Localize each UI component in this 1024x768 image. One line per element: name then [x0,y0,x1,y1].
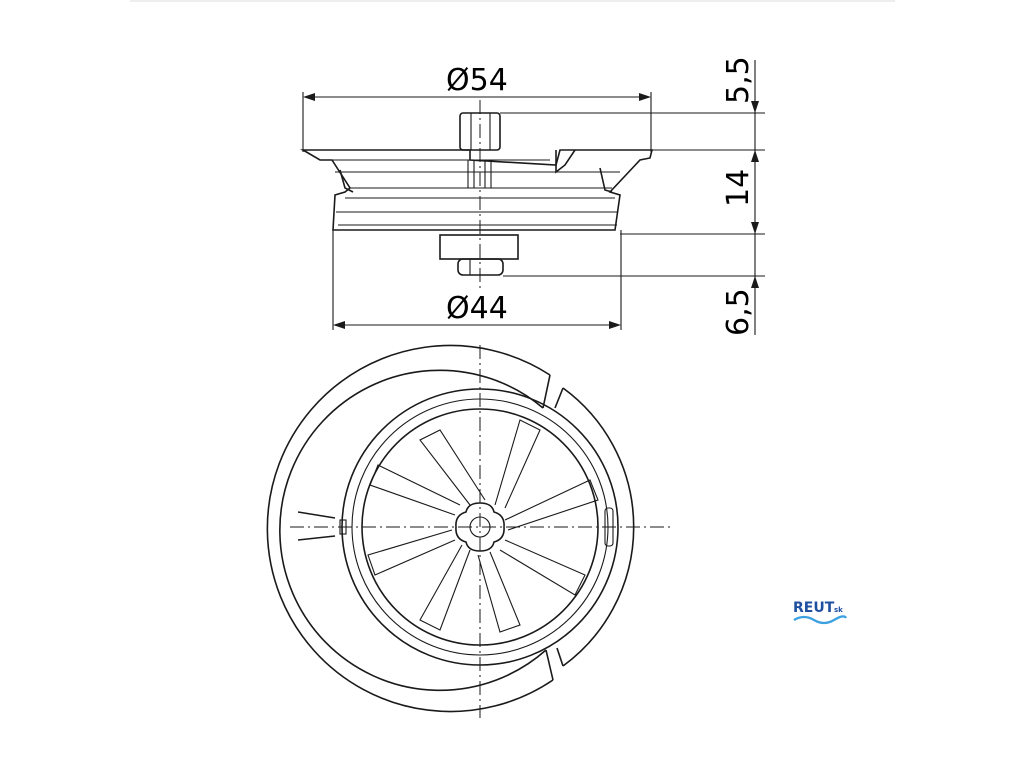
logo-suffix: sk [834,606,843,614]
dimension-bottom-diameter: Ø44 [332,230,622,330]
bottom-diameter-label: Ø44 [446,291,508,326]
side-view [300,100,654,290]
body-height-label: 14 [721,169,756,207]
stem-height-label: 6,5 [721,288,756,336]
spokes [367,419,599,633]
top-diameter-label: Ø54 [446,63,508,98]
dimension-vertical: 5,5 14 6,5 [500,56,765,336]
reut-logo: REUT sk [793,600,847,625]
cap-height-label: 5,5 [721,56,756,104]
top-view [266,344,670,718]
dimension-top-diameter: Ø54 [302,63,652,152]
logo-name: REUT [793,600,835,616]
wave-icon [793,615,847,625]
